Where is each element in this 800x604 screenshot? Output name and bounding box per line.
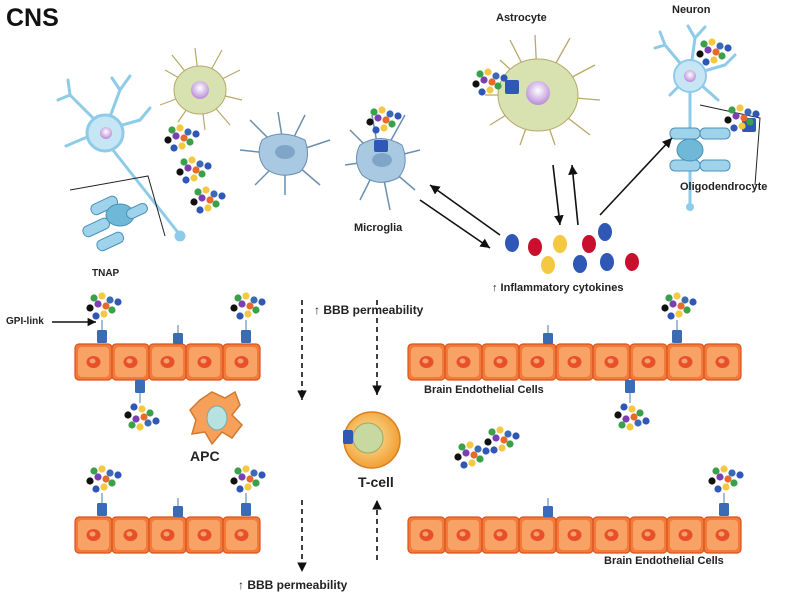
tnap-molecule xyxy=(454,441,490,469)
tnap-molecule xyxy=(230,465,266,516)
tnap-molecule xyxy=(661,292,697,343)
endothelial-cell xyxy=(407,343,446,381)
tnap-molecule xyxy=(366,106,402,134)
neuron-label: Neuron xyxy=(672,4,711,16)
endothelial-row-top xyxy=(74,343,742,381)
signal-arrows xyxy=(419,137,673,249)
endothelial-cell xyxy=(222,343,261,381)
bbb-permeability-bottom-label: ↑ BBB permeability xyxy=(238,578,348,592)
t-cell-icon xyxy=(343,411,401,469)
endothelial-cell xyxy=(444,516,483,554)
arrow-to-microglia xyxy=(429,184,501,236)
endothelial-cell xyxy=(185,516,224,554)
astrocyte-label: Astrocyte xyxy=(496,12,547,24)
endothelial-cell xyxy=(703,343,742,381)
microglia-resting-icon xyxy=(239,111,331,195)
tnap-molecule xyxy=(86,465,122,516)
tnap-molecules xyxy=(86,292,744,517)
bbb-arrows xyxy=(297,300,382,572)
tnap-molecule xyxy=(614,380,650,431)
cytokines-label: ↑ Inflammatory cytokines xyxy=(492,282,624,294)
oligodendrocyte-icon xyxy=(669,104,761,186)
tnap-molecule xyxy=(124,380,160,431)
bbb-permeability-top-label: ↑ BBB permeability xyxy=(314,303,424,317)
tnap-molecule xyxy=(696,38,732,66)
tnap-molecule xyxy=(230,292,266,343)
myelin-sheath-left-icon xyxy=(69,175,166,252)
tnap-molecule xyxy=(164,124,200,152)
tnap-molecule xyxy=(484,426,520,454)
apc-cell-icon xyxy=(189,390,243,446)
endothelial-bottom-label: Brain Endothelial Cells xyxy=(604,555,724,567)
endothelial-cell xyxy=(111,343,150,381)
endothelial-cell xyxy=(407,516,446,554)
endothelial-cell xyxy=(222,516,261,554)
oligodendrocyte-label: Oligodendrocyte xyxy=(680,181,768,193)
endothelial-cell xyxy=(74,343,113,381)
tnap-molecule xyxy=(472,68,508,96)
endothelial-cell xyxy=(444,343,483,381)
cytokines-cluster xyxy=(505,223,639,274)
tnap-molecule xyxy=(86,292,122,343)
gpi-link-label: GPI-link xyxy=(6,316,44,327)
tnap-molecule xyxy=(176,156,212,184)
page-title: CNS xyxy=(6,4,59,32)
endothelial-cell xyxy=(666,516,705,554)
endothelial-cell xyxy=(518,343,557,381)
endothelial-cell xyxy=(481,516,520,554)
endothelial-cell xyxy=(148,516,187,554)
endothelial-cell xyxy=(111,516,150,554)
endothelial-cell xyxy=(629,516,668,554)
endothelial-cell xyxy=(481,343,520,381)
t-cell-label: T-cell xyxy=(358,474,394,490)
tnap-molecule xyxy=(190,186,226,214)
astrocyte-small-icon xyxy=(159,47,243,131)
endothelial-cell xyxy=(148,343,187,381)
gpi-anchor xyxy=(173,333,183,344)
endothelial-cell xyxy=(703,516,742,554)
endothelial-cell xyxy=(555,343,594,381)
endothelial-cell xyxy=(555,516,594,554)
gpi-anchor xyxy=(173,506,183,517)
apc-label: APC xyxy=(190,448,220,464)
microglia-label: Microglia xyxy=(354,222,403,234)
tnap-label: TNAP xyxy=(92,268,120,279)
gpi-anchor xyxy=(543,506,553,517)
neuron-left-icon xyxy=(56,74,186,242)
arrow-astrocyte-up xyxy=(568,164,579,226)
arrow-astrocyte-down xyxy=(552,164,564,226)
endothelial-cell xyxy=(592,516,631,554)
tnap-molecule xyxy=(724,104,760,132)
microglia-activated-icon xyxy=(344,114,421,211)
endothelial-cell xyxy=(629,343,668,381)
arrow-from-microglia xyxy=(419,199,491,249)
arrow-to-neuron xyxy=(599,137,673,216)
endothelial-top-label: Brain Endothelial Cells xyxy=(424,384,544,396)
endothelial-cell xyxy=(518,516,557,554)
endothelial-cell xyxy=(666,343,705,381)
endothelial-cell xyxy=(592,343,631,381)
tnap-molecule xyxy=(708,465,744,516)
gpi-anchor xyxy=(543,333,553,344)
endothelial-row-bottom xyxy=(74,516,742,554)
endothelial-cell xyxy=(74,516,113,554)
astrocyte-icon xyxy=(485,34,601,146)
endothelial-cell xyxy=(185,343,224,381)
